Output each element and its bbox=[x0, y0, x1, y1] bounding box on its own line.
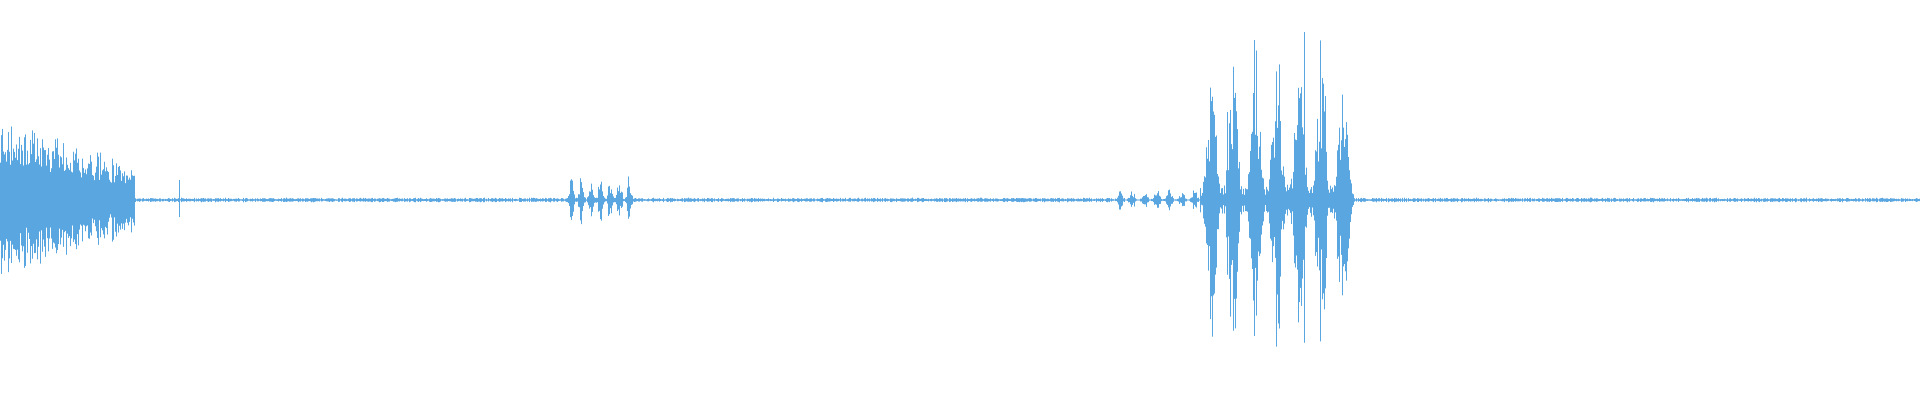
waveform-amplitude-lines bbox=[0, 32, 1920, 347]
